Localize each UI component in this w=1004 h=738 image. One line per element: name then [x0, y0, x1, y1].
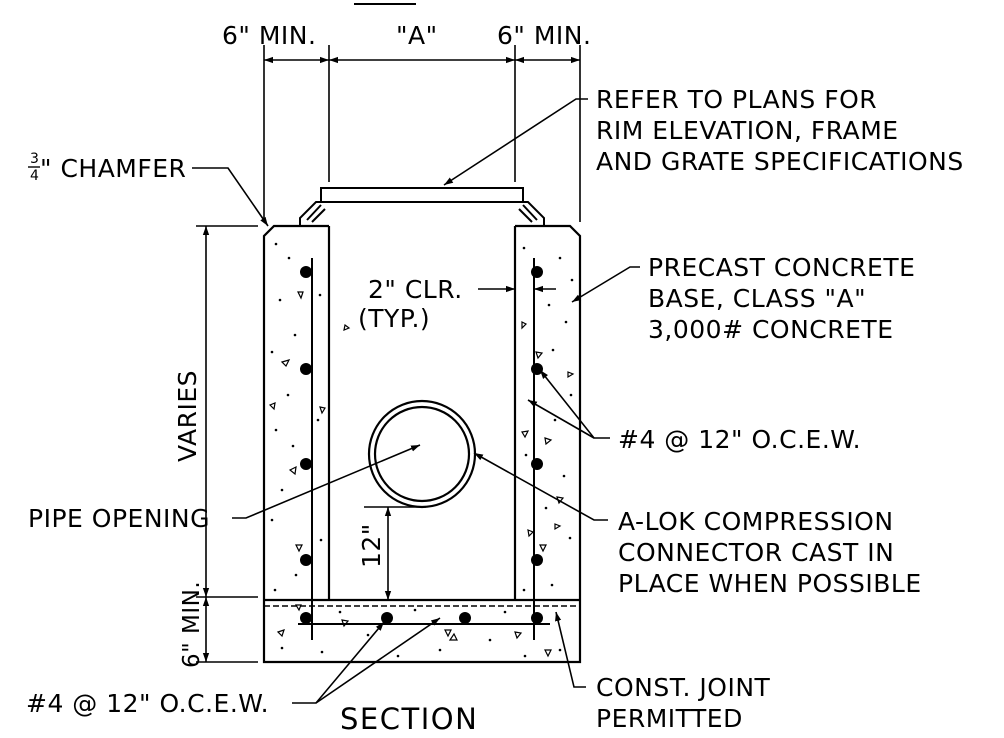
rim-note-line-2: RIM ELEVATION, FRAME [596, 116, 899, 145]
concrete-aggregate-triangles [268, 291, 575, 658]
chamfer-fraction-numerator: 3 [30, 151, 39, 167]
base-note-line-1: PRECAST CONCRETE [648, 253, 915, 282]
rim-note-line-1: REFER TO PLANS FOR [596, 85, 877, 114]
leader-lines [192, 98, 640, 704]
joint-note-line-2: PERMITTED [596, 704, 743, 733]
pipe-height-dimension-label: 12" [357, 523, 386, 568]
rebar-dots [300, 266, 543, 624]
base-thickness-label: 6" MIN. [179, 581, 205, 668]
dim-min-left-label: 6" MIN. [222, 21, 316, 50]
connector-note-line-2: CONNECTOR CAST IN [618, 538, 894, 567]
left-dimension-lines [196, 225, 258, 663]
varies-label: VARIES [173, 370, 202, 462]
clearance-label-line-1: 2" CLR. [368, 275, 463, 304]
pipe-height-dimension [364, 506, 426, 600]
section-title: SECTION [340, 702, 478, 736]
connector-note-line-3: PLACE WHEN POSSIBLE [618, 569, 922, 598]
pipe-opening [367, 399, 477, 509]
frame-and-grate [299, 187, 545, 227]
concrete-stipple [270, 242, 574, 658]
base-note-line-3: 3,000# CONCRETE [648, 315, 894, 344]
clearance-label-line-2: (TYP.) [358, 304, 430, 333]
wall-rebar-label: #4 @ 12" O.C.E.W. [618, 425, 861, 454]
pipe-opening-label: PIPE OPENING [28, 504, 210, 533]
chamfer-fraction-denominator: 4 [30, 168, 39, 184]
base-rebar-label: #4 @ 12" O.C.E.W. [26, 689, 269, 718]
connector-note-line-1: A-LOK COMPRESSION [618, 507, 894, 536]
joint-note-line-1: CONST. JOINT [596, 673, 771, 702]
base-note-line-2: BASE, CLASS "A" [648, 284, 866, 313]
rim-note-line-3: AND GRATE SPECIFICATIONS [596, 147, 964, 176]
dim-a-label: "A" [396, 21, 438, 50]
top-dimension-lines [263, 45, 581, 222]
rebar-lines [298, 258, 550, 640]
dim-min-right-label: 6" MIN. [497, 21, 591, 50]
chamfer-label: " CHAMFER [40, 154, 186, 183]
